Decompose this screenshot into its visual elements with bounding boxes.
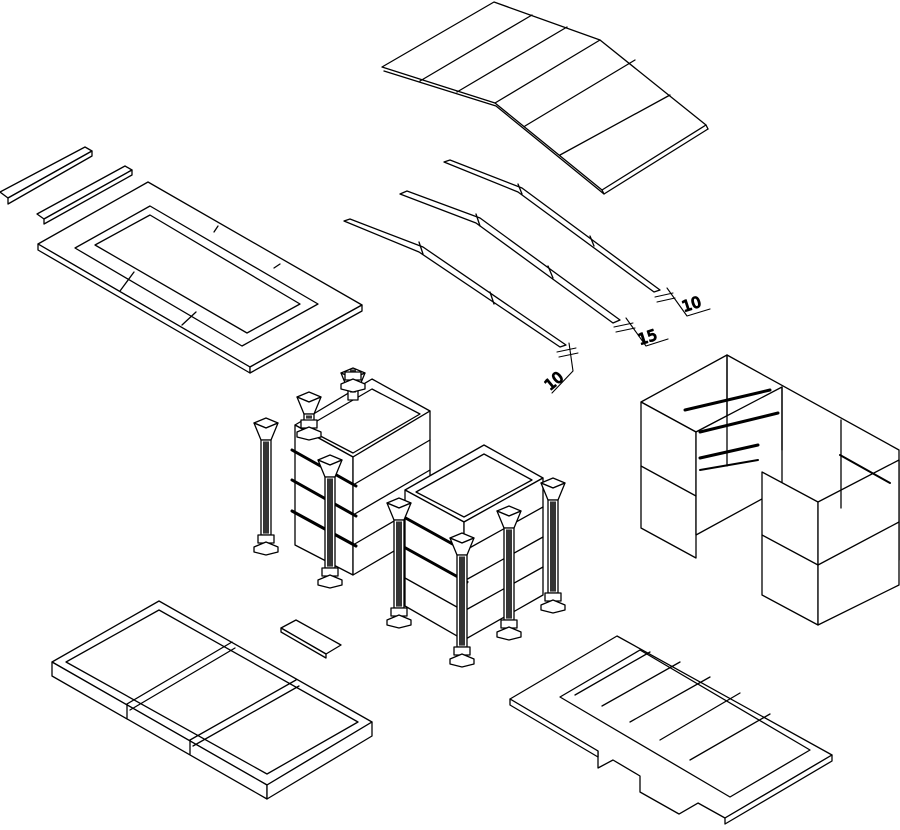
- column-8: [540, 477, 566, 614]
- column-7: [496, 505, 522, 641]
- floor-frame: [37, 181, 363, 374]
- base-tray: [51, 600, 373, 800]
- back-wall-enclosure: [640, 354, 900, 626]
- dimension-label-front: 10: [541, 368, 567, 394]
- base-plate: [509, 635, 833, 825]
- loose-board: [280, 619, 342, 659]
- column-1: [253, 417, 279, 556]
- dimension-label-middle: 15: [636, 326, 660, 349]
- dimension-marks: [551, 287, 711, 394]
- roof-panel: [381, 1, 709, 195]
- column-3: [340, 367, 366, 401]
- rafter-middle: [399, 190, 621, 324]
- column-4: [317, 454, 343, 589]
- column-6: [449, 532, 475, 668]
- dimension-label-rear: 10: [680, 293, 704, 316]
- columns: [253, 367, 566, 668]
- rafter-rear: [443, 159, 661, 293]
- top-rail-2: [36, 165, 133, 225]
- rafter-front: [343, 218, 567, 348]
- column-2: [296, 391, 322, 441]
- column-5: [386, 497, 412, 629]
- top-rail-1: [0, 146, 93, 205]
